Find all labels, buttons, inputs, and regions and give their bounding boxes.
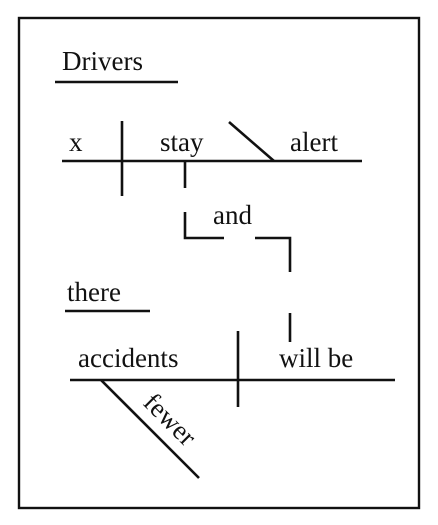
subject-word-drivers: Drivers bbox=[62, 46, 143, 76]
verb-word-will-be: will be bbox=[279, 343, 353, 373]
diagram-frame bbox=[17, 16, 421, 510]
modifier-word-fewer: fewer bbox=[138, 387, 203, 452]
expletive-word-there: there bbox=[67, 277, 121, 307]
conjunction-word-and: and bbox=[213, 200, 252, 230]
conjunction-connector-right bbox=[255, 236, 292, 272]
complement-word-alert: alert bbox=[290, 127, 338, 157]
verb-word-stay: stay bbox=[160, 127, 204, 157]
conjunction-connector-left bbox=[183, 212, 224, 240]
clause-1-complement-divider bbox=[228, 121, 275, 162]
subject-word-accidents: accidents bbox=[78, 343, 178, 373]
modifier-line-fewer bbox=[100, 379, 200, 479]
implied-subject-word: x bbox=[69, 127, 83, 157]
